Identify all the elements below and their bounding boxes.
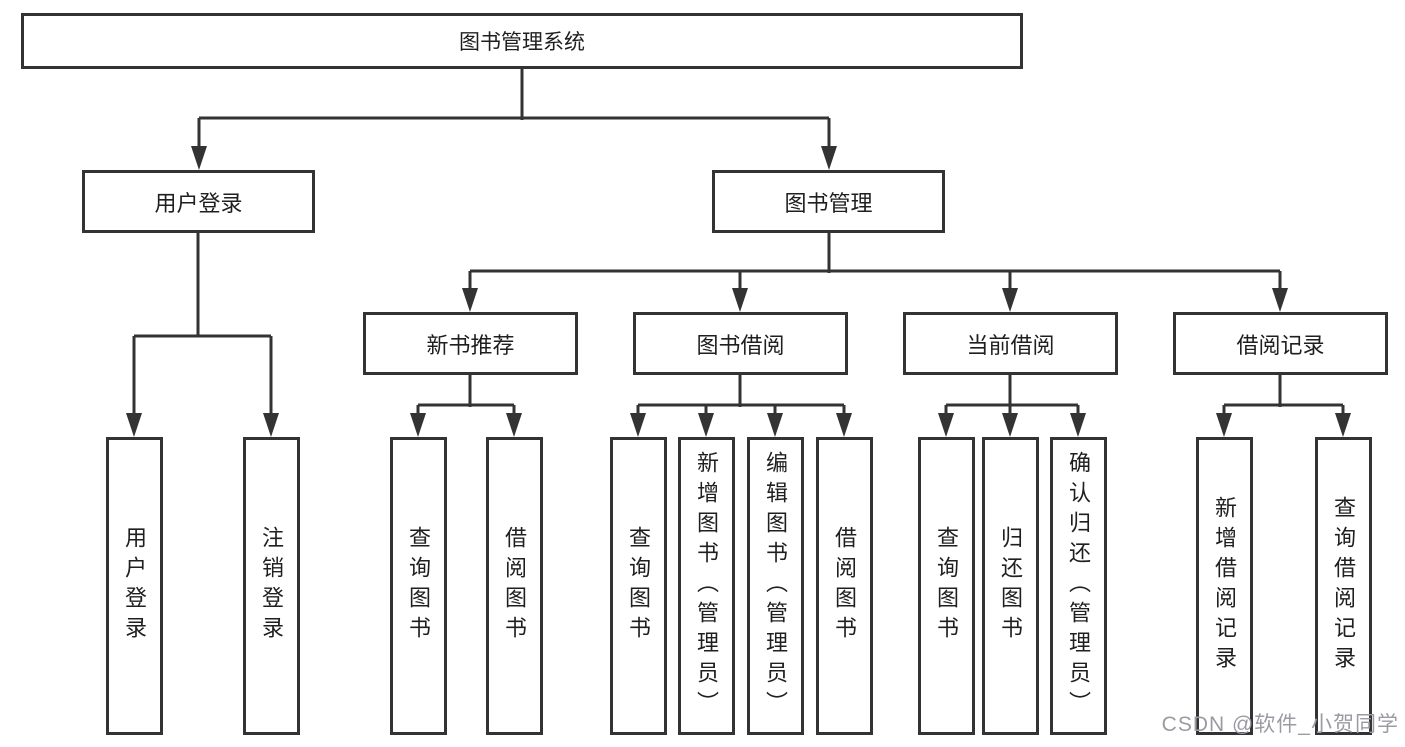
arrowhead-icon <box>410 413 426 437</box>
arrowhead-icon <box>698 413 714 437</box>
arrowhead-icon <box>126 413 142 437</box>
node-current-borrowing: 当前借阅 <box>903 312 1118 375</box>
arrowhead-icon <box>263 413 279 437</box>
arrowhead-icon <box>630 413 646 437</box>
leaf-return-books: 归还图书 <box>981 437 1039 735</box>
leaf-borrow-books-borrowing: 借阅图书 <box>815 437 873 735</box>
node-new-book-recommend: 新书推荐 <box>363 312 578 375</box>
arrowheads <box>126 146 1351 437</box>
arrowhead-icon <box>821 146 837 170</box>
tree-connector-lines <box>132 68 1345 415</box>
arrowhead-icon <box>506 413 522 437</box>
arrowhead-icon <box>767 413 783 437</box>
leaf-user-login: 用户登录 <box>105 437 163 735</box>
arrowhead-icon <box>1070 413 1086 437</box>
arrowhead-icon <box>1272 288 1288 312</box>
arrowhead-icon <box>462 288 478 312</box>
arrowhead-icon <box>191 146 207 170</box>
leaf-query-books-current: 查询图书 <box>917 437 975 735</box>
leaf-query-books-recommend: 查询图书 <box>389 437 447 735</box>
node-user-login: 用户登录 <box>82 170 315 233</box>
node-book-management: 图书管理 <box>712 170 945 233</box>
arrowhead-icon <box>1216 413 1232 437</box>
leaf-edit-books-admin: 编辑图书（管理员） <box>746 437 804 735</box>
csdn-watermark: CSDN @软件_小贺同学 <box>1161 713 1399 736</box>
node-book-borrowing: 图书借阅 <box>633 312 848 375</box>
arrowhead-icon <box>1002 413 1018 437</box>
connector-path <box>132 68 1345 415</box>
leaf-borrow-books-recommend: 借阅图书 <box>485 437 543 735</box>
leaf-add-books-admin: 新增图书（管理员） <box>677 437 735 735</box>
arrowhead-icon <box>938 413 954 437</box>
node-borrowing-records: 借阅记录 <box>1173 312 1388 375</box>
leaf-query-books-borrowing: 查询图书 <box>609 437 667 735</box>
arrowhead-icon <box>732 288 748 312</box>
arrowhead-icon <box>1002 288 1018 312</box>
leaf-logout: 注销登录 <box>242 437 300 735</box>
node-library-system: 图书管理系统 <box>21 13 1023 69</box>
arrowhead-icon <box>836 413 852 437</box>
arrowhead-icon <box>1335 413 1351 437</box>
leaf-add-borrow-record: 新增借阅记录 <box>1195 437 1253 735</box>
leaf-confirm-return-admin: 确认归还（管理员） <box>1049 437 1107 735</box>
leaf-query-borrow-record: 查询借阅记录 <box>1314 437 1372 735</box>
